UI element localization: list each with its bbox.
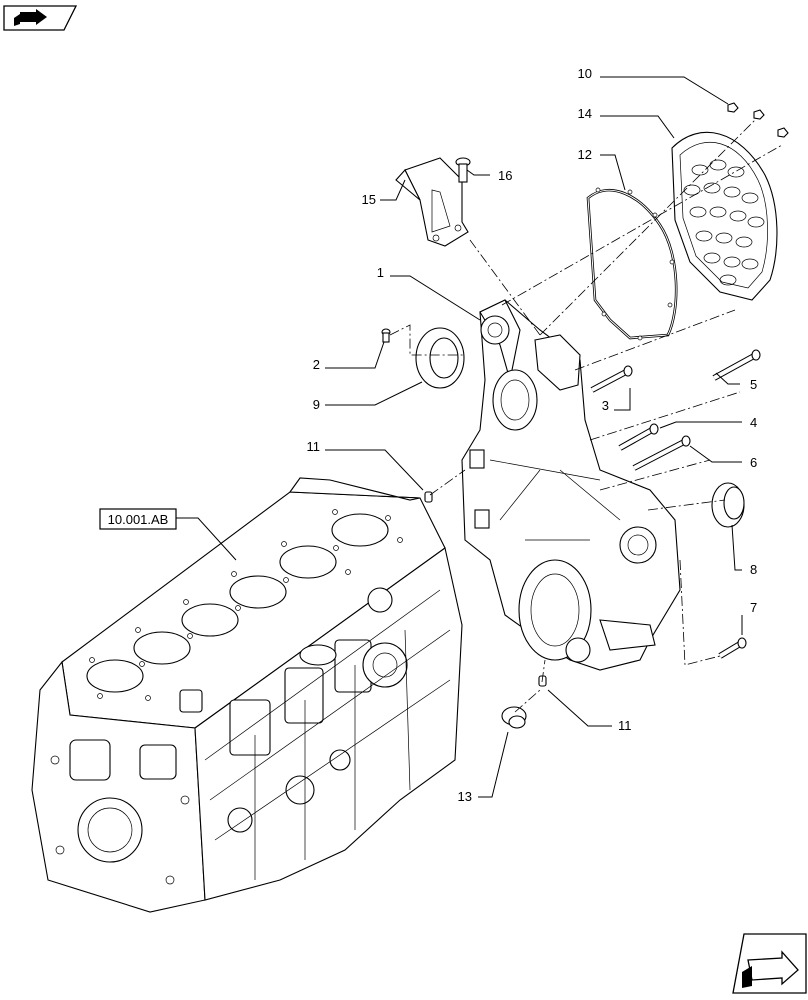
small-screw bbox=[381, 328, 391, 343]
callout-14: 14 bbox=[578, 106, 592, 121]
bracket-screw bbox=[455, 157, 471, 183]
nav-back-arrow-icon[interactable] bbox=[3, 5, 78, 31]
reference-label-box[interactable]: 10.001.AB bbox=[99, 508, 177, 530]
engine-block bbox=[31, 477, 463, 913]
cover-nuts bbox=[727, 102, 789, 138]
callout-7: 7 bbox=[750, 600, 757, 615]
cover-gasket bbox=[586, 187, 678, 341]
bolts bbox=[590, 349, 761, 659]
callout-11a: 11 bbox=[307, 439, 321, 454]
assembly-lines bbox=[389, 119, 783, 713]
callout-15: 15 bbox=[362, 192, 376, 207]
callout-11b: 11 bbox=[618, 718, 632, 733]
callouts: 10 14 12 16 15 1 2 9 3 5 4 6 11 8 7 11 1… bbox=[307, 66, 758, 804]
callout-16: 16 bbox=[498, 168, 512, 183]
callout-12: 12 bbox=[578, 147, 592, 162]
callout-3: 3 bbox=[602, 398, 609, 413]
nav-forward-arrow-icon[interactable] bbox=[732, 933, 807, 994]
seal-ring bbox=[415, 327, 465, 389]
timing-gear-housing bbox=[461, 299, 681, 671]
timing-cover bbox=[671, 132, 778, 301]
callout-1: 1 bbox=[377, 265, 384, 280]
callout-4: 4 bbox=[750, 415, 757, 430]
mounting-bracket bbox=[395, 157, 469, 247]
callout-5: 5 bbox=[750, 377, 757, 392]
callout-2: 2 bbox=[313, 357, 320, 372]
callout-9: 9 bbox=[313, 397, 320, 412]
reference-label: 10.001.AB bbox=[108, 512, 169, 527]
callout-8: 8 bbox=[750, 562, 757, 577]
callout-13: 13 bbox=[458, 789, 472, 804]
plug bbox=[501, 706, 527, 729]
shaft-seal bbox=[711, 482, 745, 528]
callout-6: 6 bbox=[750, 455, 757, 470]
callout-10: 10 bbox=[578, 66, 592, 81]
leader-lines bbox=[176, 76, 743, 798]
